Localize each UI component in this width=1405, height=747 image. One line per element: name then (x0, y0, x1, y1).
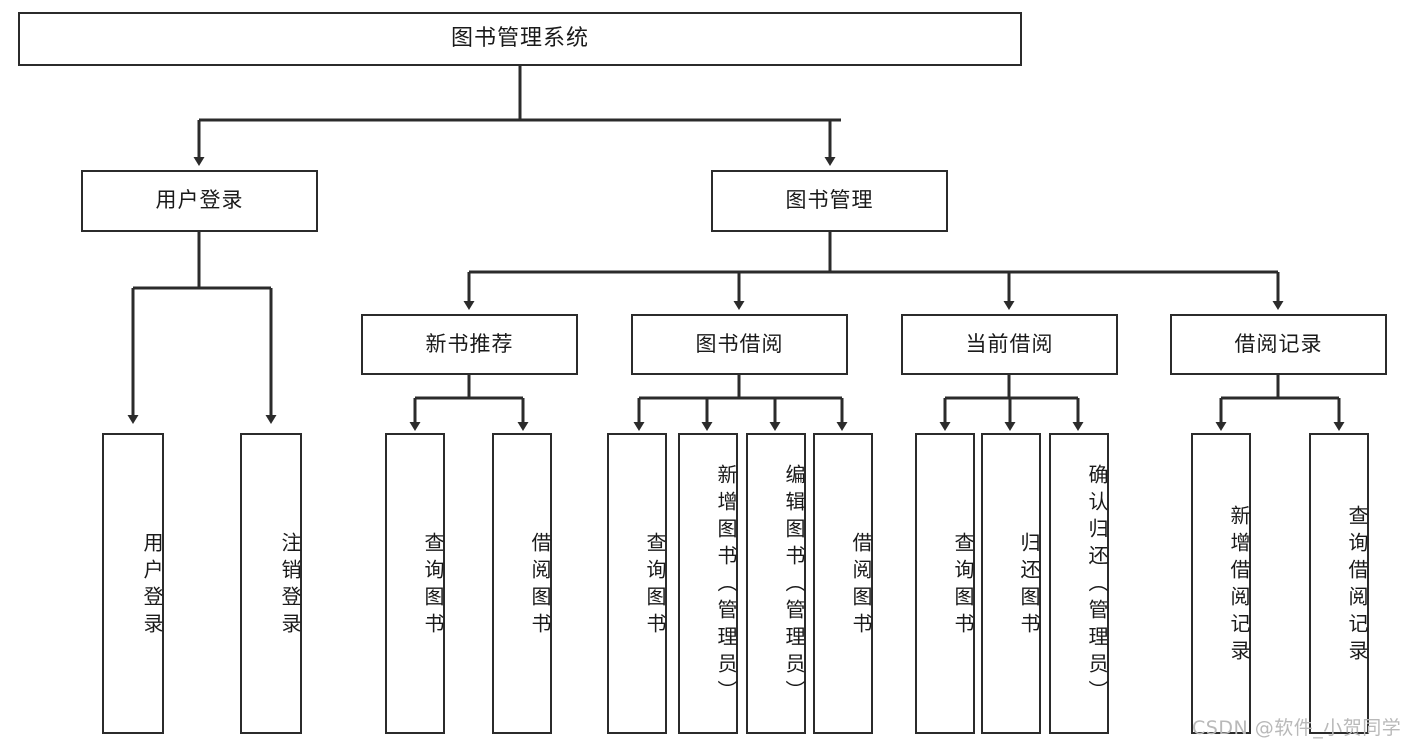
node-label: 图书借阅 (695, 331, 784, 356)
node-label: 查询图书 (421, 531, 445, 640)
leaf-add-book-admin[interactable]: 新增图书（管理员） (678, 433, 738, 734)
node-label: 借阅图书 (849, 531, 873, 640)
node-label: 借阅记录 (1234, 331, 1323, 356)
node-label: 用户登录 (155, 188, 244, 213)
node-label: 新增借阅记录 (1227, 504, 1251, 667)
node-book-borrow[interactable]: 图书借阅 (631, 314, 848, 375)
node-label: 归还图书 (1017, 531, 1041, 640)
node-label: 新增图书（管理员） (714, 464, 738, 707)
node-label: 查询图书 (951, 531, 975, 640)
leaf-query-book-new-rec[interactable]: 查询图书 (385, 433, 445, 734)
node-label: 用户登录 (140, 531, 164, 640)
leaf-user-login[interactable]: 用户登录 (102, 433, 164, 734)
node-user-login[interactable]: 用户登录 (81, 170, 318, 232)
node-label: 查询借阅记录 (1345, 504, 1369, 667)
leaf-query-book-current[interactable]: 查询图书 (915, 433, 975, 734)
leaf-user-logout[interactable]: 注销登录 (240, 433, 302, 734)
node-current-borrow[interactable]: 当前借阅 (901, 314, 1118, 375)
leaf-borrow-book-borrow[interactable]: 借阅图书 (813, 433, 873, 734)
node-book-manage[interactable]: 图书管理 (711, 170, 948, 232)
node-label: 查询图书 (643, 531, 667, 640)
leaf-query-book-borrow[interactable]: 查询图书 (607, 433, 667, 734)
node-label: 图书管理系统 (450, 25, 589, 51)
leaf-return-book[interactable]: 归还图书 (981, 433, 1041, 734)
node-label: 编辑图书（管理员） (782, 464, 806, 707)
node-label: 注销登录 (278, 531, 302, 640)
leaf-borrow-book-new-rec[interactable]: 借阅图书 (492, 433, 552, 734)
leaf-edit-book-admin[interactable]: 编辑图书（管理员） (746, 433, 806, 734)
node-label: 当前借阅 (965, 331, 1054, 356)
node-borrow-record[interactable]: 借阅记录 (1170, 314, 1387, 375)
leaf-confirm-return-admin[interactable]: 确认归还（管理员） (1049, 433, 1109, 734)
csdn-watermark: CSDN @软件_小贺同学 (1192, 717, 1402, 739)
node-label: 借阅图书 (528, 531, 552, 640)
node-root-book-management-system[interactable]: 图书管理系统 (18, 12, 1022, 66)
node-new-book-recommend[interactable]: 新书推荐 (361, 314, 578, 375)
node-label: 图书管理 (785, 188, 874, 213)
node-label: 新书推荐 (425, 331, 514, 356)
node-label: 确认归还（管理员） (1085, 464, 1109, 707)
leaf-query-borrow-record[interactable]: 查询借阅记录 (1309, 433, 1369, 734)
leaf-add-borrow-record[interactable]: 新增借阅记录 (1191, 433, 1251, 734)
